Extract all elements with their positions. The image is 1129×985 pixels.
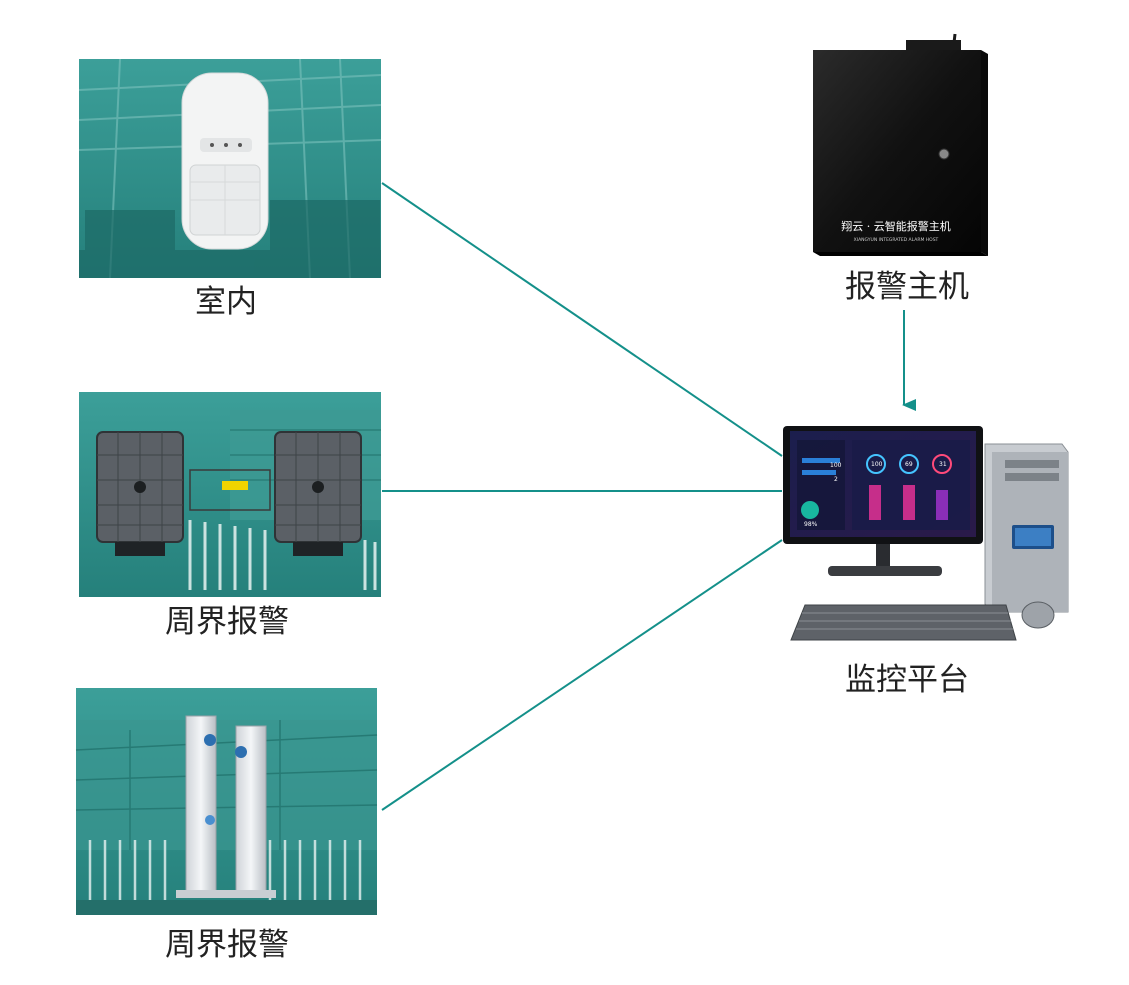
connector-indoor-platform [381,182,783,457]
dashboard-value-4: 69 [905,461,913,468]
dashboard-value-2: 2 [834,476,838,483]
connector-perimeter-beam-platform [381,539,783,811]
perimeter-box-image [79,392,381,597]
dashboard-value-5: 31 [939,461,947,468]
dashboard-value-1: 100 [830,462,842,469]
perimeter-box-caption: 周界报警 [165,604,289,640]
indoor-caption: 室内 [195,284,257,320]
monitoring-platform-image: 100 2 100 69 31 98% [783,426,1069,641]
platform-caption: 监控平台 [845,662,969,698]
indoor-sensor-image [78,58,382,279]
perimeter-beam-caption: 周界报警 [165,927,289,963]
perimeter-beam-image [75,688,378,915]
alarm-host-caption: 报警主机 [845,269,969,305]
dashboard-value-3: 100 [871,461,883,468]
alarm-host-brand-sub: XIANGYUN INTEGRATED ALARM HOST [854,237,939,243]
alarm-host-image: 翔云 · 云智能报警主机 XIANGYUN INTEGRATED ALARM H… [813,33,988,256]
dashboard-value-6: 98% [804,521,818,528]
alarm-host-brand: 翔云 · 云智能报警主机 [841,219,951,233]
dashboard-values: 100 2 100 69 31 98% [804,461,947,528]
